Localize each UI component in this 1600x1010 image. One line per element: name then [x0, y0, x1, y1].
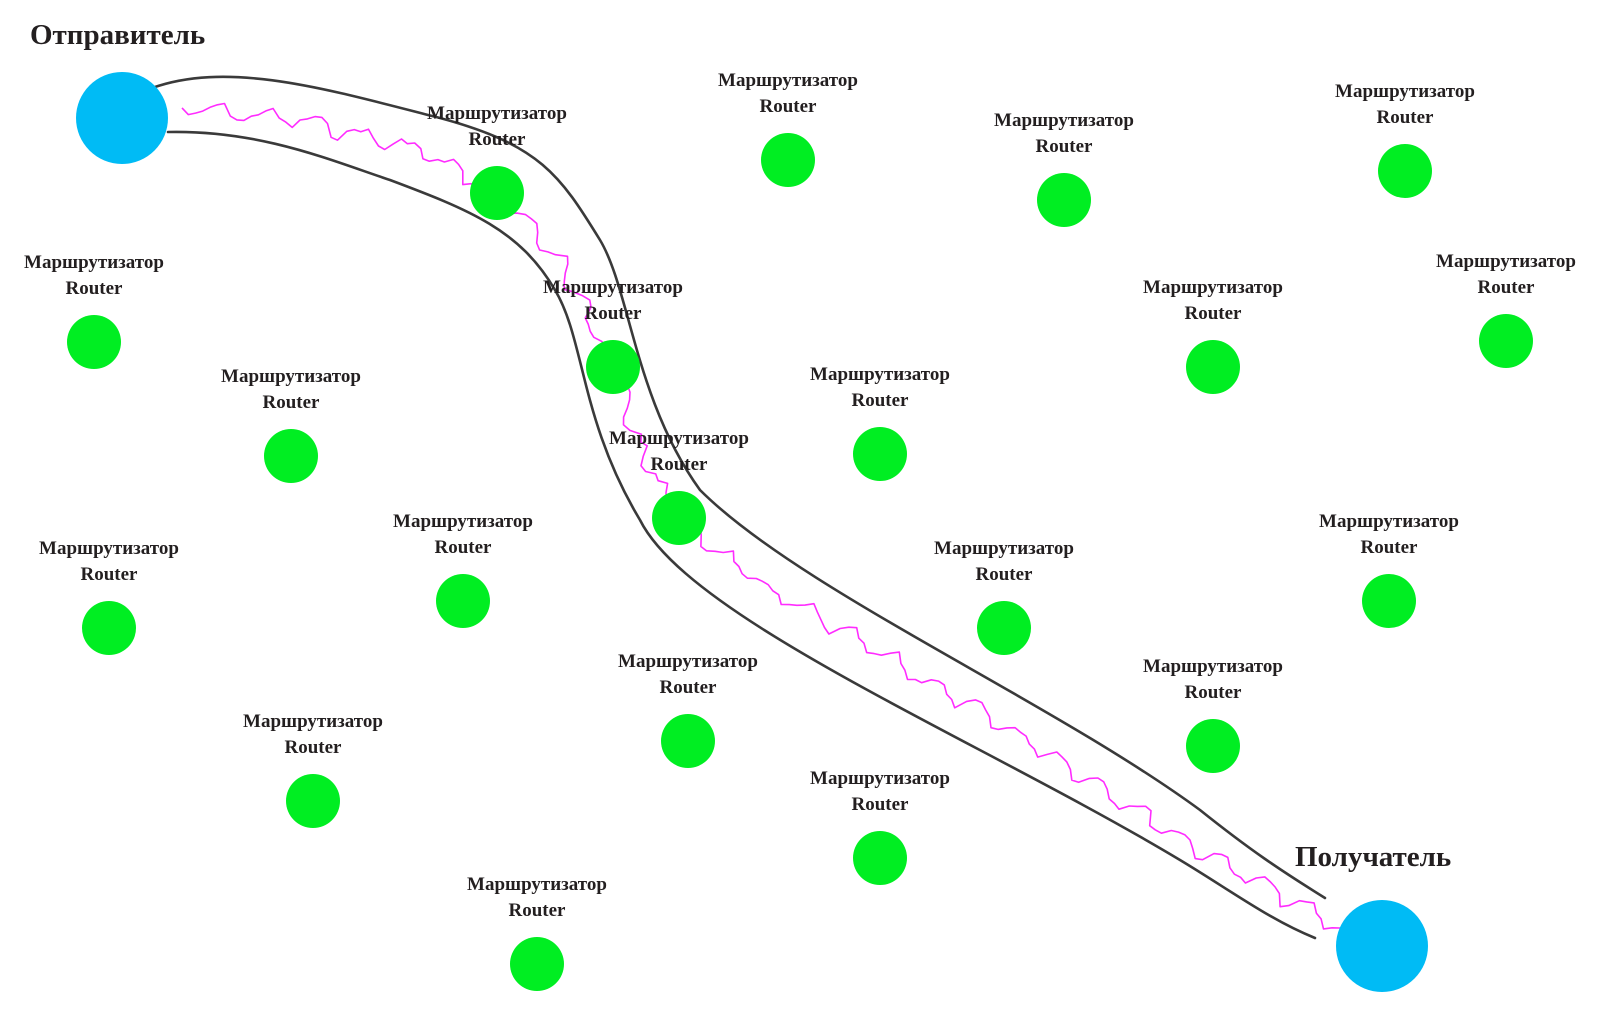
router-label-ru: Маршрутизатор	[609, 428, 749, 449]
router-label-ru: Маршрутизатор	[543, 277, 683, 298]
router-label-ru: Маршрутизатор	[1143, 277, 1283, 298]
router-circle	[286, 774, 340, 828]
router-label-en: Router	[1036, 136, 1094, 157]
router-label-en: Router	[660, 677, 718, 698]
router-label-ru: Маршрутизатор	[393, 511, 533, 532]
router-circle	[853, 831, 907, 885]
router-circle	[436, 574, 490, 628]
router-label-ru: Маршрутизатор	[718, 70, 858, 91]
router-circle	[586, 340, 640, 394]
receiver-label: Получатель	[1295, 841, 1451, 873]
signal-path	[181, 102, 1341, 930]
router-label-en: Router	[469, 129, 527, 150]
router-label-en: Router	[285, 737, 343, 758]
router-label-en: Router	[1185, 303, 1243, 324]
router-label-ru: Маршрутизатор	[994, 110, 1134, 131]
router-label-ru: Маршрутизатор	[934, 538, 1074, 559]
router-circle	[1186, 340, 1240, 394]
router-circle	[761, 133, 815, 187]
router-label-en: Router	[263, 392, 321, 413]
router-circle	[264, 429, 318, 483]
receiver-node: Получатель	[1295, 841, 1451, 992]
router-circle	[510, 937, 564, 991]
router-label-ru: Маршрутизатор	[1436, 251, 1576, 272]
router-label-en: Router	[585, 303, 643, 324]
router-label-ru: Маршрутизатор	[39, 538, 179, 559]
router-label-en: Router	[509, 900, 567, 921]
router-label-en: Router	[1377, 107, 1435, 128]
router-label-ru: Маршрутизатор	[810, 768, 950, 789]
router-label-ru: Маршрутизатор	[24, 252, 164, 273]
sender-node: Отправитель	[30, 19, 205, 164]
router-label-en: Router	[976, 564, 1034, 585]
router-circle	[82, 601, 136, 655]
router-label-ru: Маршрутизатор	[427, 103, 567, 124]
router-label-en: Router	[66, 278, 124, 299]
router-label-en: Router	[651, 454, 709, 475]
router-label-en: Router	[81, 564, 139, 585]
router-circle	[1378, 144, 1432, 198]
router-circle	[470, 166, 524, 220]
router-circle	[67, 315, 121, 369]
router-circle	[652, 491, 706, 545]
routers-layer: МаршрутизаторRouterМаршрутизаторRouterМа…	[24, 70, 1576, 991]
router-label-ru: Маршрутизатор	[467, 874, 607, 895]
router-circle	[853, 427, 907, 481]
router-label-en: Router	[1361, 537, 1419, 558]
router-label-ru: Маршрутизатор	[1335, 81, 1475, 102]
sender-label: Отправитель	[30, 19, 205, 51]
router-label-en: Router	[760, 96, 818, 117]
router-circle	[1479, 314, 1533, 368]
router-label-ru: Маршрутизатор	[221, 366, 361, 387]
router-label-en: Router	[435, 537, 493, 558]
router-circle	[1186, 719, 1240, 773]
router-circle	[661, 714, 715, 768]
router-label-ru: Маршрутизатор	[1143, 656, 1283, 677]
router-label-ru: Маршрутизатор	[810, 364, 950, 385]
router-label-en: Router	[852, 390, 910, 411]
router-circle	[1362, 574, 1416, 628]
router-label-en: Router	[852, 794, 910, 815]
transmission-channel	[150, 75, 1327, 940]
receiver-circle	[1336, 900, 1428, 992]
router-label-en: Router	[1478, 277, 1536, 298]
router-label-en: Router	[1185, 682, 1243, 703]
router-label-ru: Маршрутизатор	[1319, 511, 1459, 532]
sender-circle	[76, 72, 168, 164]
router-circle	[977, 601, 1031, 655]
router-circle	[1037, 173, 1091, 227]
channel-wall-upper	[150, 75, 1327, 900]
channel-wall-lower	[166, 130, 1317, 940]
router-label-ru: Маршрутизатор	[243, 711, 383, 732]
router-label-ru: Маршрутизатор	[618, 651, 758, 672]
